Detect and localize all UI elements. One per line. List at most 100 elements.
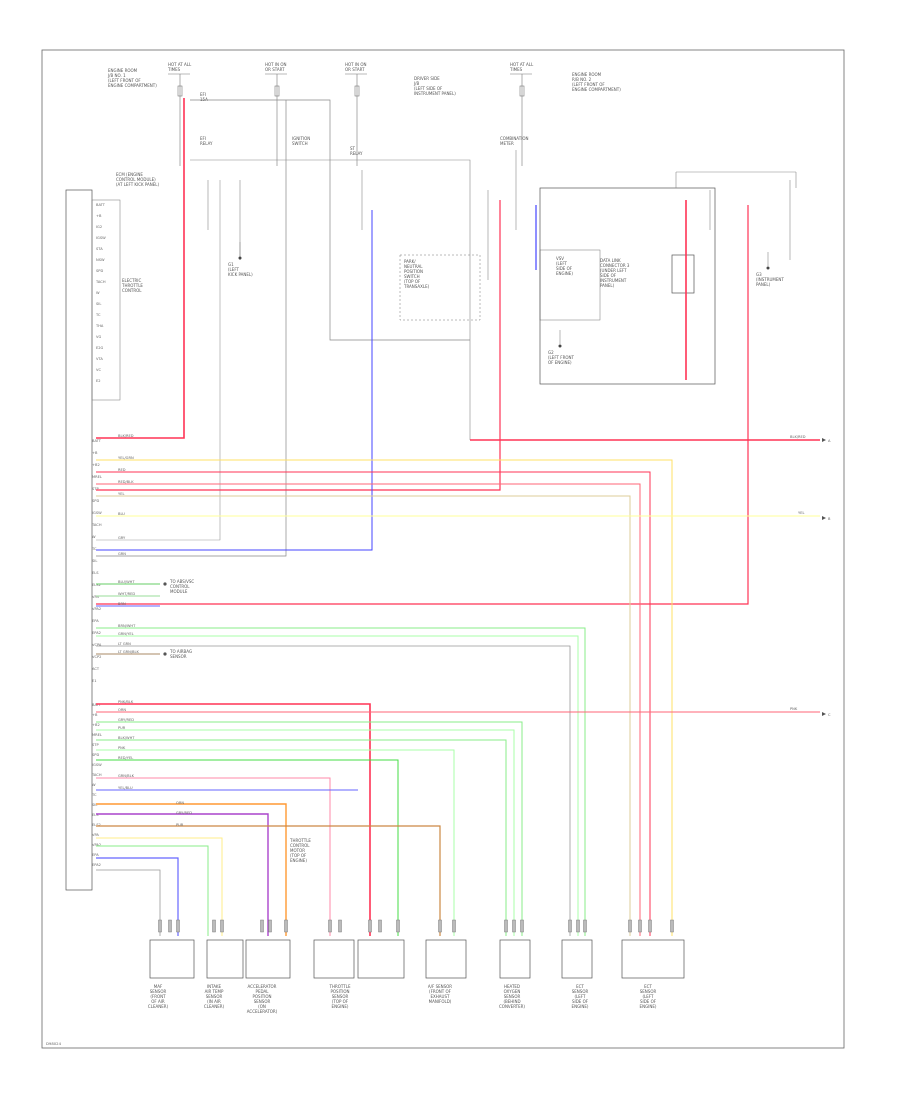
ecm-top-pin: VG bbox=[96, 335, 101, 339]
comp-1-label-line: SENSOR bbox=[150, 989, 167, 994]
arrow-right-icon bbox=[822, 438, 826, 442]
splice-dot-icon bbox=[163, 652, 167, 656]
ecm-outline bbox=[65, 189, 93, 891]
comp-2-label-line: CLEANER) bbox=[204, 1004, 225, 1009]
comp-2-label-line: AIR TEMP bbox=[205, 989, 224, 994]
comp-1-label-line: (FRONT bbox=[150, 994, 166, 999]
comp-3-label-line: POSITION bbox=[252, 994, 271, 999]
ecm-top-pin: TC bbox=[95, 313, 101, 317]
dlc-label-line: INSTRUMENT bbox=[600, 278, 627, 283]
relay-section: EFIRELAYIGNITIONSWITCHSTRELAYCOMBINATION… bbox=[200, 136, 529, 156]
fuse-box-header-line: HOT IN ON bbox=[345, 62, 366, 67]
wire-color-label: BLK/WHT bbox=[118, 736, 135, 740]
dlc-label-line: (UNDER LEFT bbox=[600, 268, 627, 273]
fuse-box-header-line: HOT AT ALL bbox=[168, 62, 192, 67]
ecm-top-pin: VTA bbox=[96, 357, 103, 361]
fuse-box-header-line: OR START bbox=[345, 67, 365, 72]
ig-gray-wire bbox=[96, 100, 287, 557]
wire-color-label: GRN/YEL bbox=[118, 632, 134, 636]
fuse-element bbox=[519, 85, 525, 97]
ground-label-line: (LEFT bbox=[228, 267, 240, 272]
relay-label-line: IGNITION bbox=[292, 136, 310, 141]
side-note-airbag-line: TO AIRBAG bbox=[169, 649, 192, 654]
relay-label-line: EFI bbox=[200, 136, 206, 141]
comp-4-label-line: (TOP OF bbox=[332, 999, 349, 1004]
ecm-pin-lower: BATT bbox=[92, 703, 102, 707]
ecm-pin: SIL bbox=[92, 559, 97, 563]
ecm-pin: VPA2 bbox=[92, 607, 101, 611]
park-neutral-label-line: (TOP OF bbox=[404, 279, 421, 284]
comp-1-label-line: OF AIR bbox=[151, 999, 165, 1004]
fuse-note-line: ENGINE COMPARTMENT) bbox=[572, 87, 621, 92]
comp-5-label-line: EXHAUST bbox=[431, 994, 450, 999]
connector-pin-icon bbox=[212, 919, 216, 933]
comp-2-label-line: INTAKE bbox=[207, 984, 222, 989]
side-note-abs-line: MODULE bbox=[170, 589, 188, 594]
connector-pin-icon bbox=[504, 919, 508, 933]
inline-note-line: ENGINE) bbox=[290, 858, 307, 863]
green-wire-13 bbox=[96, 739, 507, 936]
connector-pin-icon bbox=[220, 919, 224, 933]
ecm-top-pin: E2 bbox=[96, 379, 101, 383]
sensor-connector-box bbox=[621, 939, 685, 979]
sensor-connector-box bbox=[357, 939, 405, 979]
connector-pin-icon bbox=[268, 919, 272, 933]
ecm-top-pin: TACH bbox=[95, 280, 106, 284]
wire-color-label-mid: ORN bbox=[176, 801, 184, 805]
ecm-pin-lower: +B2 bbox=[92, 723, 100, 727]
comp-4-label-line: POSITION bbox=[330, 989, 349, 994]
comp-3-label-line: SENSOR bbox=[254, 999, 271, 1004]
red-wire-2 bbox=[96, 471, 651, 936]
ecm-top-pin: VC bbox=[96, 368, 101, 372]
connector-pin-icon bbox=[368, 919, 372, 933]
fuse-note-line: (LEFT FRONT OF bbox=[108, 78, 141, 83]
dlc-label-line: CONNECTOR 3 bbox=[600, 263, 630, 268]
ecm-pin: EPA2 bbox=[92, 631, 101, 635]
ecm-pin-lower: VPA bbox=[92, 833, 99, 837]
sensor-connector-box bbox=[245, 939, 291, 979]
ecm-top-pin: IGSW bbox=[96, 236, 106, 240]
ecm-pin: MREL bbox=[92, 475, 102, 479]
dlc-outer-box bbox=[539, 187, 716, 385]
diagram-frame bbox=[41, 49, 845, 1049]
connector-pin-icon bbox=[284, 919, 288, 933]
green-wire-6 bbox=[96, 627, 586, 936]
wire-color-label: RED/YEL bbox=[118, 756, 133, 760]
comp-8-label-line: SENSOR bbox=[640, 989, 657, 994]
comp-7-label-line: SENSOR bbox=[572, 989, 589, 994]
ground-label-line: (INSTRUMENT bbox=[756, 277, 784, 282]
diagram-code: D98024 bbox=[46, 1041, 62, 1046]
connector-pin-icon bbox=[328, 919, 332, 933]
wire-color-label-right: BLK/RED bbox=[790, 435, 806, 439]
fuse-note-line: DRIVER SIDE bbox=[414, 76, 440, 81]
connector-pin-icon bbox=[628, 919, 632, 933]
fuse-box-header-line: TIMES bbox=[509, 67, 523, 72]
off-page-arrows: ABC bbox=[822, 438, 831, 717]
inline-note-line: MOTOR bbox=[290, 848, 305, 853]
wire-color-label: RED/BLK bbox=[118, 480, 134, 484]
tan-wire-4 bbox=[96, 495, 631, 936]
ecm-pin: W bbox=[92, 535, 96, 539]
wire-color-label: PNK/BLK bbox=[118, 700, 134, 704]
connector-pin-icon bbox=[168, 919, 172, 933]
fuse-box-header-line: OR START bbox=[265, 67, 285, 72]
ecm-pin: +B bbox=[92, 451, 98, 455]
park-neutral-label-line: NEUTRAL bbox=[404, 264, 423, 269]
ecm-pin-lower: TC bbox=[91, 793, 97, 797]
ecm-pin: ACT bbox=[92, 667, 100, 671]
arrow-right-icon bbox=[822, 712, 826, 716]
fuse-note-line: ENGINE ROOM bbox=[572, 72, 602, 77]
comp-2-label-line: (IN AIR bbox=[207, 999, 221, 1004]
ground-symbol-icon bbox=[238, 256, 242, 260]
relay-gray-bus bbox=[190, 159, 471, 440]
dlc-label-line: DATA LINK bbox=[600, 258, 621, 263]
ground-symbol-icon bbox=[558, 344, 562, 348]
ecm-pin: EPA bbox=[92, 619, 99, 623]
comp-4-label-line: SENSOR bbox=[332, 994, 349, 999]
ecm-pin-lower: STP bbox=[92, 743, 99, 747]
ecm-pin: ELS2 bbox=[92, 583, 101, 587]
ground-symbol-icon bbox=[766, 266, 770, 270]
